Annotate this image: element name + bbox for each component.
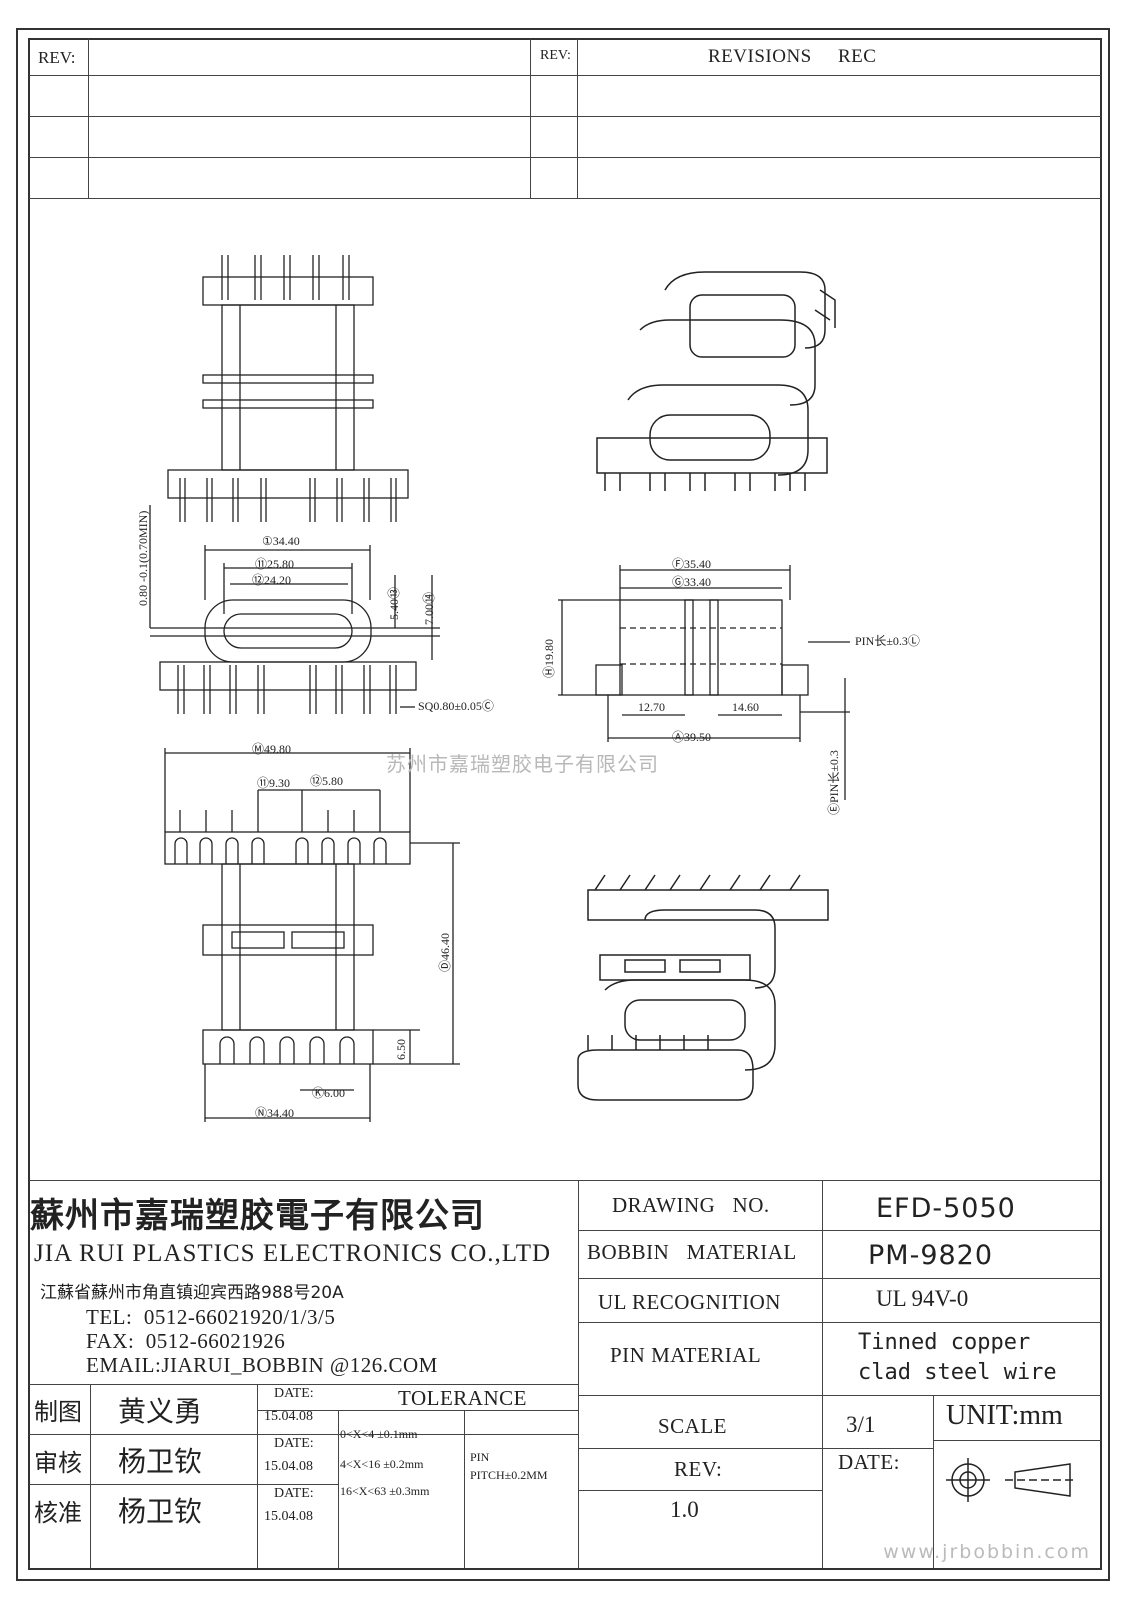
dim-39-50: Ⓐ39.50 xyxy=(672,730,712,744)
drawing-frame xyxy=(28,38,1102,1570)
website-url: www.jrbobbin.com xyxy=(883,1541,1091,1563)
dim-5-80: ⑫5.80 xyxy=(310,774,344,788)
company-tel: TEL: 0512-66021920/1/3/5 xyxy=(86,1305,336,1329)
name-checked: 杨卫钦 xyxy=(118,1445,203,1478)
company-name-cn: 蘇州市嘉瑞塑胶電子有限公司 xyxy=(30,1196,485,1236)
bobbin-material-label: BOBBIN MATERIAL xyxy=(587,1240,797,1264)
dim-25-80: ⑪25.80 xyxy=(255,557,295,571)
bottom-view xyxy=(164,748,460,1122)
scale-value: 3/1 xyxy=(846,1412,876,1437)
revisions-title: REVISIONS REC xyxy=(708,46,877,67)
rev-label: REV: xyxy=(674,1457,723,1481)
role-checked: 审核 xyxy=(34,1449,82,1477)
rev-label-right: REV: xyxy=(540,48,571,63)
pin-pitch-line2: PITCH±0.2MM xyxy=(470,1468,548,1482)
date-checked: 15.04.08 xyxy=(264,1459,313,1474)
name-approved: 杨卫钦 xyxy=(118,1495,203,1528)
bobbin-material-value: PM-9820 xyxy=(868,1240,994,1271)
dim-14-60: 14.60 xyxy=(732,700,759,714)
front-view xyxy=(167,255,409,522)
pin-material-line1: Tinned copper xyxy=(858,1330,1031,1355)
ul-recognition-label: UL RECOGNITION xyxy=(598,1290,781,1314)
dim-49-80: Ⓜ49.80 xyxy=(252,742,292,756)
ul-recognition-value: UL 94V-0 xyxy=(876,1286,969,1311)
dim-35-40: Ⓕ35.40 xyxy=(672,557,712,571)
pin-pitch-line1: PIN xyxy=(470,1450,490,1464)
tolerance-range-3: 16<X<63 ±0.3mm xyxy=(340,1484,430,1498)
pin-material-line2: clad steel wire xyxy=(858,1360,1057,1385)
role-approved: 核准 xyxy=(34,1499,82,1527)
dim-9-30: ⑪9.30 xyxy=(257,776,291,790)
outer-border xyxy=(16,28,1110,1581)
dim-12-70: 12.70 xyxy=(638,700,665,714)
side-view xyxy=(558,565,850,800)
name-drawn: 黄义勇 xyxy=(118,1395,203,1428)
company-name-en: JIA RUI PLASTICS ELECTRONICS CO.,LTD xyxy=(34,1240,552,1267)
rev-label-left: REV: xyxy=(38,48,76,67)
drawing-no-value: EFD-5050 xyxy=(876,1193,1016,1224)
company-fax: FAX: 0512-66021926 xyxy=(86,1329,286,1353)
date-approved: 15.04.08 xyxy=(264,1509,313,1524)
role-drawn: 制图 xyxy=(34,1398,82,1426)
company-email: EMAIL:JIARUI_BOBBIN @126.COM xyxy=(86,1353,438,1377)
tolerance-label: TOLERANCE xyxy=(398,1386,527,1410)
watermark-text: 苏州市嘉瑞塑胶电子有限公司 xyxy=(386,752,659,776)
isometric-view-bottom xyxy=(577,874,829,1101)
dim-33-40: Ⓖ33.40 xyxy=(672,575,712,589)
top-view xyxy=(149,505,440,714)
rev-value: 1.0 xyxy=(670,1497,699,1522)
dim-24-20: ⑫24.20 xyxy=(252,573,292,587)
date-label-checked: DATE: xyxy=(274,1436,314,1451)
date-label-approved: DATE: xyxy=(274,1486,314,1501)
dim-pin-length-h: PIN长±0.3Ⓛ xyxy=(855,634,920,648)
unit-value: UNIT:mm xyxy=(946,1400,1063,1431)
company-address: 江蘇省蘇州市角直镇迎宾西路988号20A xyxy=(40,1283,344,1303)
tolerance-range-2: 4<X<16 ±0.2mm xyxy=(340,1457,424,1471)
date-drawn: 15.04.08 xyxy=(264,1409,313,1424)
dim-sq: SQ0.80±0.05Ⓒ xyxy=(418,699,494,713)
dim-6-00: Ⓚ6.00 xyxy=(312,1086,346,1100)
date-label-drawn: DATE: xyxy=(274,1386,314,1401)
isometric-view-top xyxy=(596,271,836,491)
date-label: DATE: xyxy=(838,1450,900,1474)
scale-label: SCALE xyxy=(658,1414,728,1438)
dim-34-40: ①34.40 xyxy=(262,534,300,548)
tolerance-range-1: 0<X<4 ±0.1mm xyxy=(340,1427,418,1441)
drawing-no-label: DRAWING NO. xyxy=(612,1193,770,1217)
dim-34-40-bottom: Ⓝ34.40 xyxy=(255,1106,295,1120)
pin-material-label: PIN MATERIAL xyxy=(610,1343,762,1367)
